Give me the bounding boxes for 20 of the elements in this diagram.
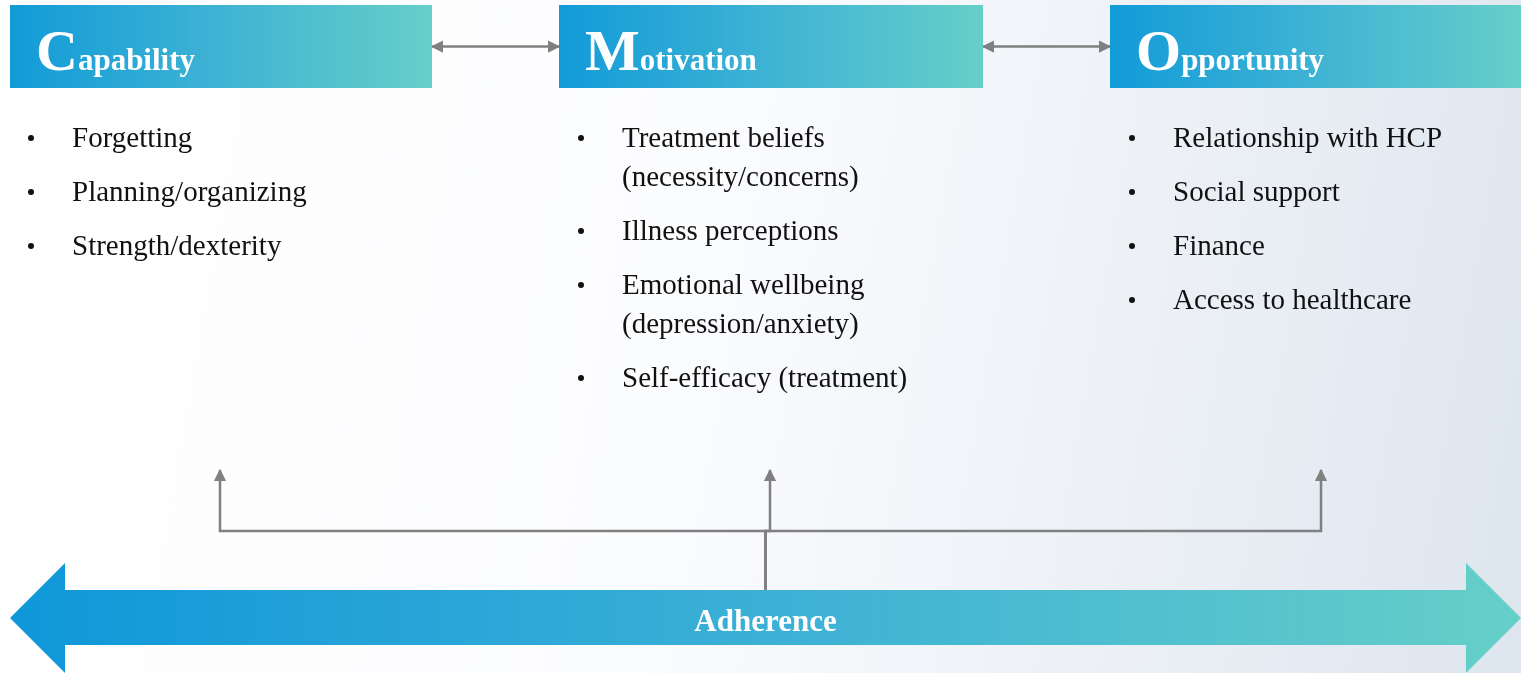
double-arrow <box>10 563 1521 673</box>
list-item: Emotional wellbeing (depression/anxiety) <box>622 267 866 341</box>
list-item: Social support <box>1173 174 1341 209</box>
heading: Motivation <box>585 22 757 80</box>
list-item: Relationship with HCP <box>1173 120 1444 155</box>
heading-banner <box>1110 5 1521 88</box>
list-item: Access to healthcare <box>1173 282 1413 317</box>
list-item: Finance <box>1173 228 1266 263</box>
heading-banner <box>559 5 983 88</box>
heading-banner <box>10 5 432 88</box>
arrow <box>764 468 1328 590</box>
heading: Opportunity <box>1136 22 1325 80</box>
list-item: Self-efficacy (treatment) <box>622 360 909 395</box>
list-item: Treatment beliefs (necessity/concerns) <box>622 120 860 194</box>
list-item: Forgetting <box>72 120 194 155</box>
list-item: Illness perceptions <box>622 213 840 248</box>
list-item: Strength/dexterity <box>72 228 283 263</box>
arrow-label: Adherence <box>693 603 838 639</box>
list-item: Planning/organizing <box>72 174 308 209</box>
heading: Capability <box>36 22 196 80</box>
